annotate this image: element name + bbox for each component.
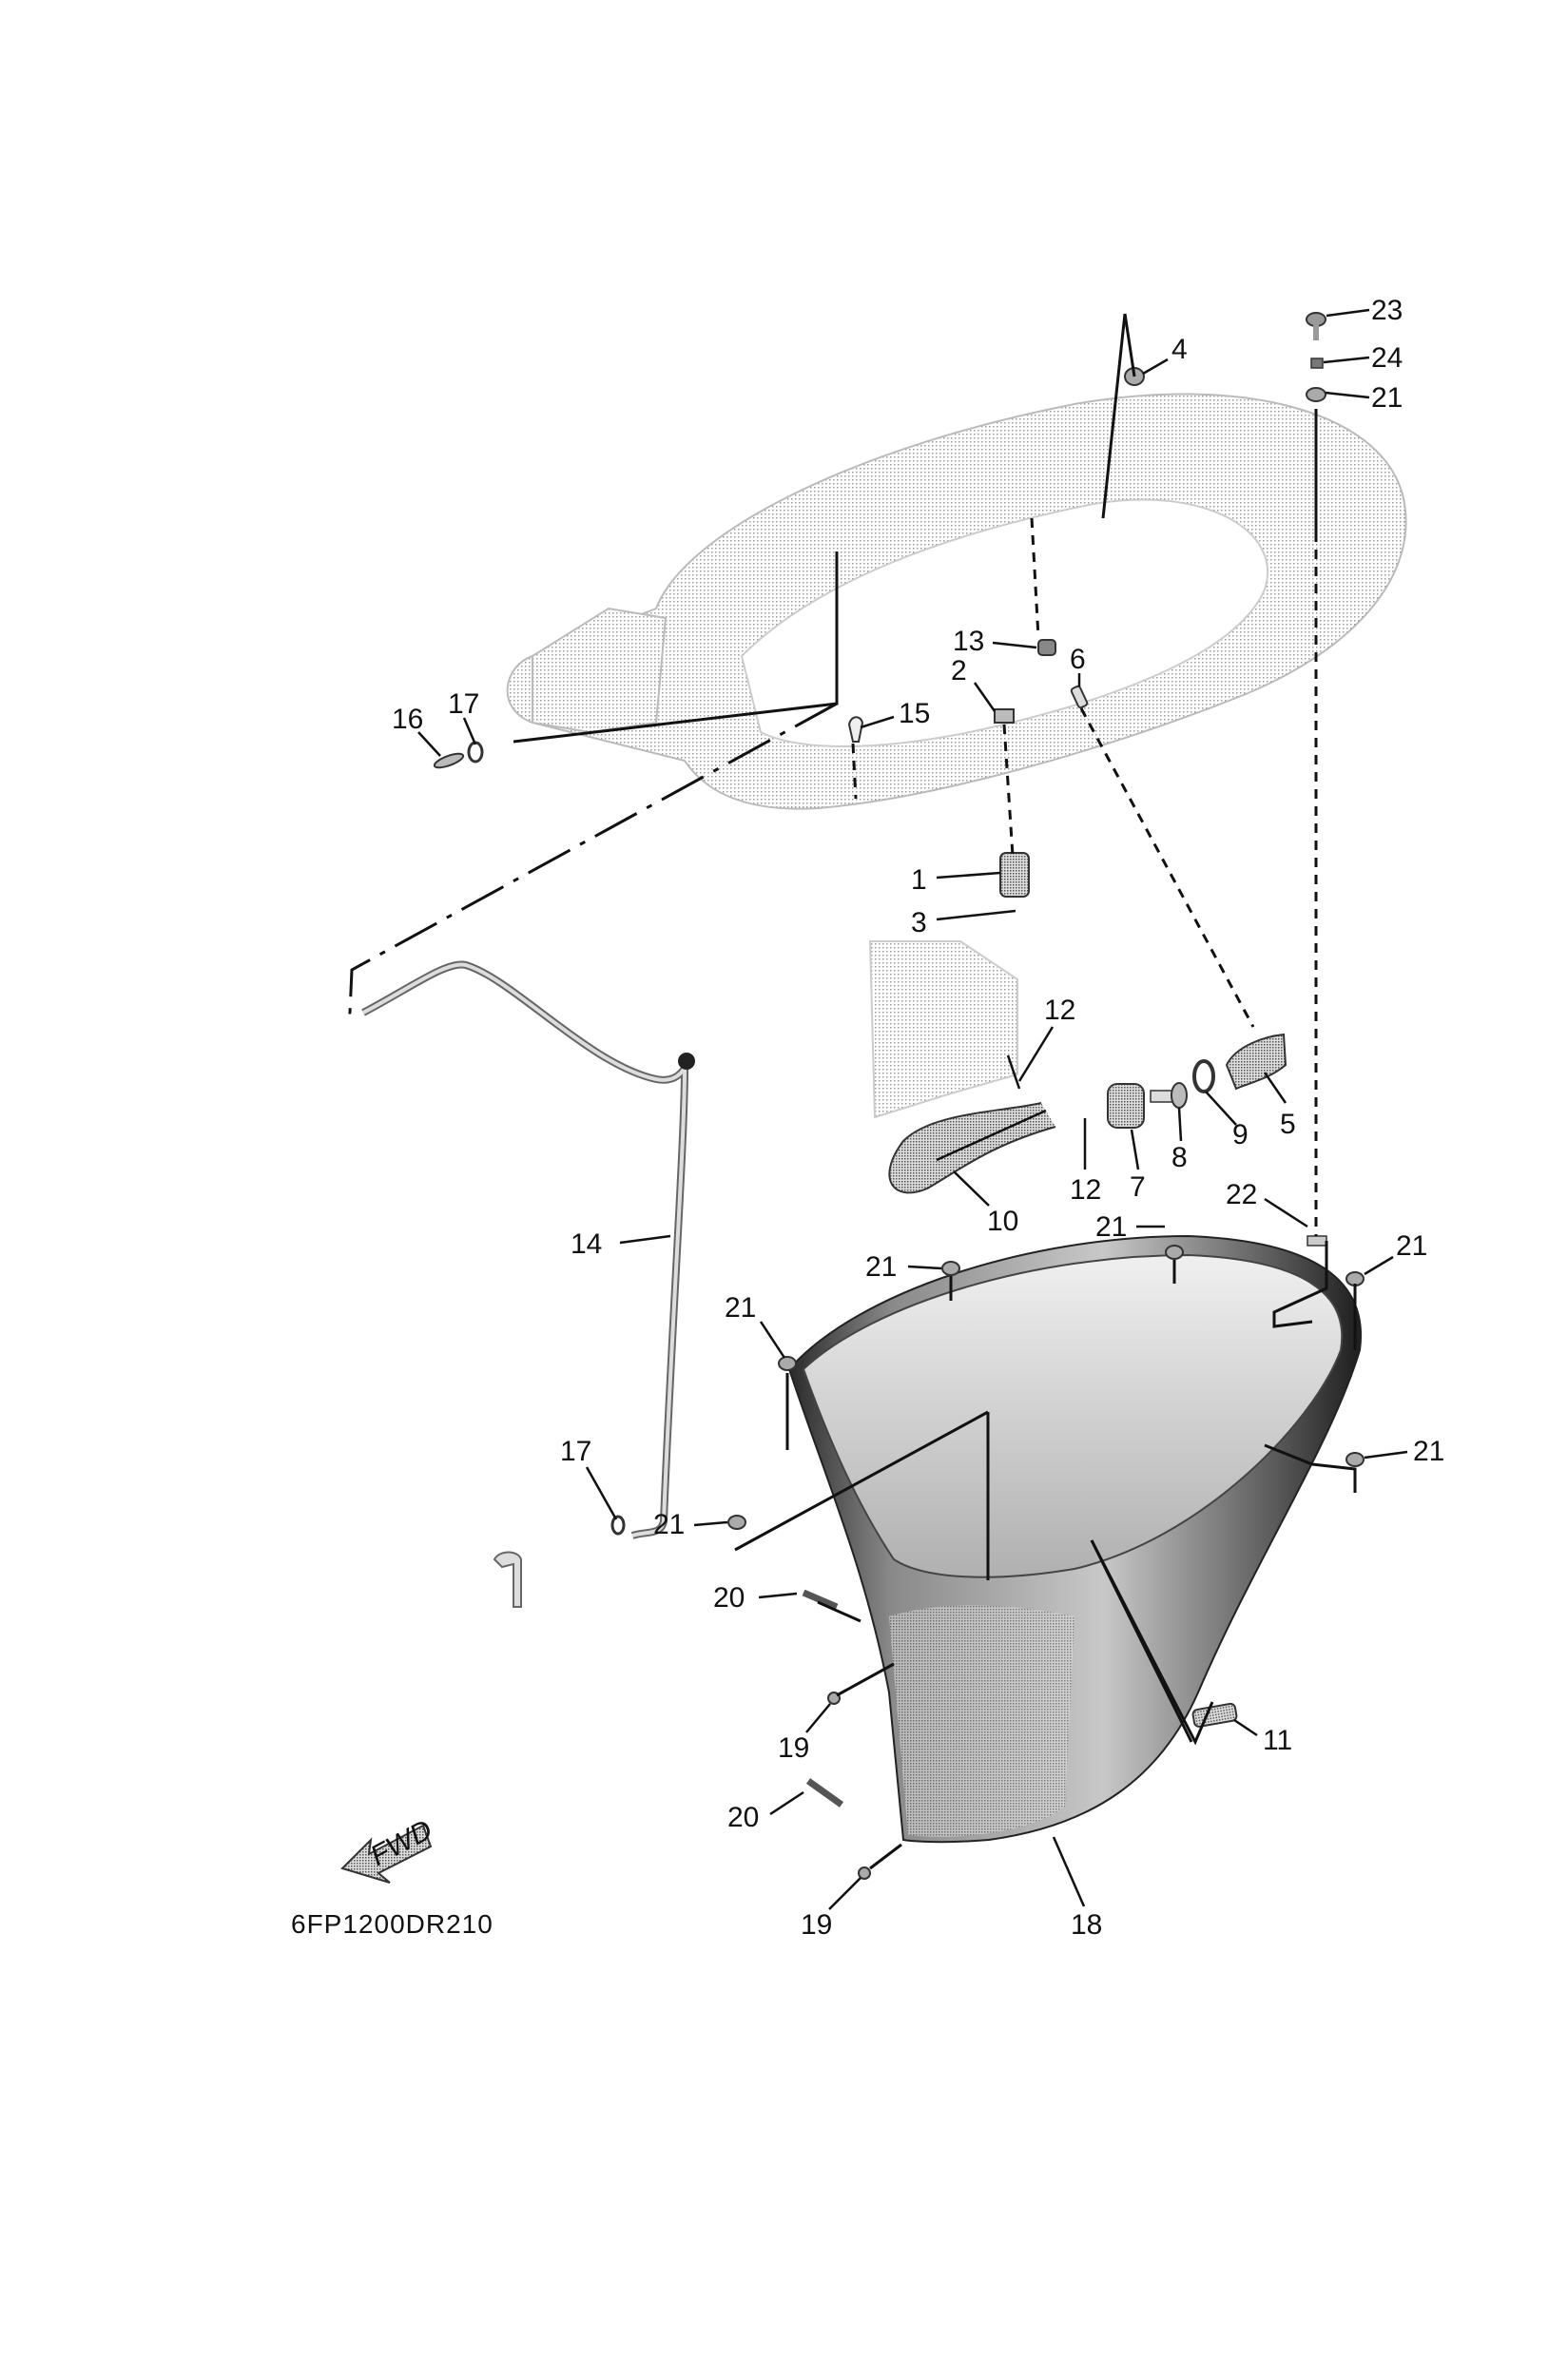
ring-part-17b bbox=[610, 1515, 626, 1536]
bolt-part-20b bbox=[805, 1778, 844, 1808]
clip-part-22 bbox=[1307, 1235, 1327, 1247]
callouts: 23 24 21 4 13 6 2 15 17 16 1 3 1 bbox=[392, 295, 1444, 1941]
grommet-part-21 bbox=[1345, 1452, 1365, 1467]
knob-part-13 bbox=[1037, 639, 1056, 656]
fitting-part bbox=[493, 1551, 522, 1608]
callout-21: 21 bbox=[1396, 1230, 1427, 1262]
callout-8: 8 bbox=[1171, 1142, 1188, 1173]
grommet-part-21 bbox=[778, 1356, 797, 1371]
callout-15: 15 bbox=[899, 698, 930, 729]
callout-16: 16 bbox=[392, 704, 423, 735]
grommet-part-7 bbox=[1107, 1083, 1145, 1129]
cap-part-5 bbox=[1225, 1033, 1287, 1091]
fwd-arrow-label: FWD bbox=[365, 1814, 437, 1872]
callout-18: 18 bbox=[1071, 1909, 1102, 1941]
callout-20: 20 bbox=[713, 1582, 745, 1614]
bolt-part-20a bbox=[802, 1589, 839, 1611]
hose-part-14 bbox=[361, 960, 689, 1539]
callout-14: 14 bbox=[571, 1228, 602, 1260]
bolt-part-8 bbox=[1150, 1082, 1188, 1109]
boot-part-1 bbox=[999, 852, 1030, 898]
callout-23: 23 bbox=[1371, 295, 1403, 326]
callout-21: 21 bbox=[1413, 1436, 1444, 1467]
callout-11: 11 bbox=[1263, 1725, 1292, 1756]
assembly-lines bbox=[348, 313, 1357, 1870]
grommet-part-21 bbox=[1345, 1271, 1365, 1286]
callout-10: 10 bbox=[987, 1206, 1018, 1237]
callout-1: 1 bbox=[911, 864, 927, 896]
ring-part-9 bbox=[1192, 1059, 1215, 1093]
callout-17: 17 bbox=[560, 1436, 591, 1467]
callout-24: 24 bbox=[1371, 342, 1403, 374]
pin-part-16 bbox=[433, 752, 465, 769]
callout-4: 4 bbox=[1171, 334, 1188, 365]
callout-3: 3 bbox=[911, 907, 927, 938]
grommet-part-21 bbox=[941, 1261, 960, 1276]
hose-end-cap bbox=[678, 1053, 695, 1070]
callout-6: 6 bbox=[1070, 644, 1086, 675]
nut-part-24 bbox=[1310, 358, 1324, 369]
clip-part-2 bbox=[994, 708, 1015, 724]
callout-19: 19 bbox=[778, 1732, 809, 1764]
mount-bracket bbox=[868, 940, 1018, 1119]
callout-21: 21 bbox=[865, 1251, 897, 1283]
upper-cowling bbox=[506, 393, 1407, 810]
callout-5: 5 bbox=[1280, 1109, 1296, 1140]
callout-19: 19 bbox=[801, 1909, 832, 1941]
fwd-direction-arrow: FWD bbox=[340, 1814, 437, 1884]
callout-21: 21 bbox=[1371, 382, 1403, 414]
callout-21: 21 bbox=[653, 1509, 685, 1540]
callout-9: 9 bbox=[1232, 1119, 1249, 1150]
pin-part-6 bbox=[1070, 685, 1089, 709]
callout-12b: 12 bbox=[1070, 1174, 1101, 1206]
diagram-code: 6FP1200DR210 bbox=[291, 1909, 494, 1939]
callout-2: 2 bbox=[951, 655, 967, 686]
clip-part-15 bbox=[847, 716, 864, 743]
nut-part-19b bbox=[858, 1866, 871, 1880]
screw-part-23 bbox=[1306, 312, 1326, 340]
callout-17: 17 bbox=[448, 688, 479, 720]
callout-12a: 12 bbox=[1044, 995, 1075, 1026]
grommet-part-21 bbox=[727, 1515, 746, 1530]
grommet-part-21 bbox=[1165, 1245, 1184, 1260]
callout-7: 7 bbox=[1130, 1171, 1146, 1203]
callout-13: 13 bbox=[953, 626, 984, 657]
callout-21: 21 bbox=[725, 1292, 756, 1324]
plug-part-11 bbox=[1191, 1702, 1238, 1728]
grommet-part-21-top bbox=[1306, 387, 1326, 402]
ring-part-17a bbox=[467, 741, 484, 764]
lower-cowling bbox=[787, 1234, 1363, 1844]
callout-20: 20 bbox=[727, 1802, 759, 1833]
callout-22: 22 bbox=[1226, 1179, 1257, 1210]
callout-21: 21 bbox=[1095, 1211, 1127, 1243]
